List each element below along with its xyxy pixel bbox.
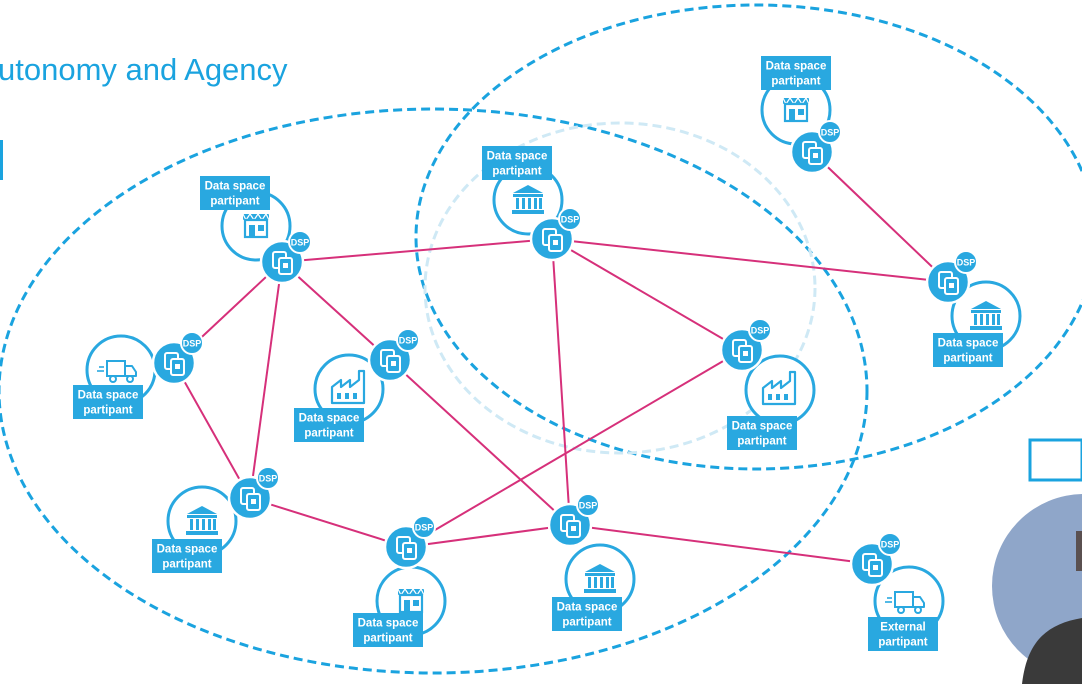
participant-label-box: [482, 146, 552, 180]
dsp-badge-text: DSP: [183, 339, 202, 349]
data-space-left-ellipse: [0, 107, 869, 675]
dsp-badge-text: DSP: [291, 238, 310, 248]
participant-label-line: partipant: [492, 166, 541, 178]
participant-node-n8[interactable]: DSP Data space partipant: [152, 466, 280, 573]
connector-icon: [240, 487, 261, 511]
dsp-badge: [576, 493, 600, 517]
participant-label-box: [933, 333, 1003, 367]
participant-node-n7[interactable]: DSP Data space partipant: [719, 318, 816, 450]
dsp-badge-text: DSP: [957, 258, 976, 268]
dsp-badge-text: DSP: [561, 215, 580, 225]
participant-node-n6[interactable]: DSP Data space partipant: [294, 328, 420, 442]
connector-icon: [732, 339, 753, 363]
participant-label-line: Data space: [487, 151, 548, 163]
dsp-badge: [878, 532, 902, 556]
dsp-badge-text: DSP: [821, 128, 840, 138]
dsp-badge: [256, 466, 280, 490]
participant-node-n2[interactable]: DSP Data space partipant: [482, 146, 582, 262]
participant-label-line: Data space: [299, 413, 360, 425]
participant-label-line: partipant: [162, 559, 211, 571]
dsp-badge: [558, 207, 582, 231]
participant-label-box: [761, 56, 831, 90]
connection-line-n1-n6: [281, 261, 391, 361]
participant-label-box: [294, 408, 364, 442]
participant-label-line: Data space: [358, 618, 419, 630]
connector-icon: [396, 536, 417, 560]
connection-line-n3-n4: [811, 151, 949, 283]
participant-label-box: [353, 613, 423, 647]
participant-label-line: partipant: [210, 196, 259, 208]
connection-line-n8-n9: [249, 497, 407, 548]
participant-label-line: partipant: [737, 436, 786, 448]
participant-node-n1[interactable]: DSP Data space partipant: [200, 176, 312, 285]
connector-icon: [560, 514, 581, 538]
dsp-badge: [412, 515, 436, 539]
connection-line-n1-n2: [281, 238, 553, 263]
connection-line-n10-n11: [569, 524, 873, 565]
participant-label-box: [152, 539, 222, 573]
participant-label-box: [73, 385, 143, 419]
dsp-badge-text: DSP: [399, 336, 418, 346]
dsp-badge-text: DSP: [881, 540, 900, 550]
participant-label-line: partipant: [83, 405, 132, 417]
dsp-badge: [180, 331, 204, 355]
connection-line-n2-n4: [551, 238, 949, 283]
dsp-badge-text: DSP: [579, 501, 598, 511]
data-space-right-ellipse: [414, 3, 1082, 471]
participant-label-line: External: [880, 622, 925, 634]
data-space-overlap-highlight: [423, 121, 817, 455]
participant-label-box: [727, 416, 797, 450]
participant-label-box: [200, 176, 270, 210]
title-accent-mark: [0, 140, 3, 180]
participant-label-line: partipant: [304, 428, 353, 440]
participant-node-n3[interactable]: DSP Data space partipant: [760, 56, 842, 175]
connector-icon: [272, 251, 293, 275]
connection-line-n7-n9: [405, 349, 743, 548]
participant-label-line: Data space: [205, 181, 266, 193]
connector-icon: [802, 141, 823, 165]
connection-lines: [173, 151, 949, 565]
participant-label-line: partipant: [363, 633, 412, 645]
connection-line-n5-n8: [173, 362, 251, 499]
participant-label-line: partipant: [878, 637, 927, 649]
dsp-badge: [748, 318, 772, 342]
dsp-badge: [288, 230, 312, 254]
participant-label-line: partipant: [943, 353, 992, 365]
connection-line-n2-n7: [551, 238, 743, 351]
connector-icon: [542, 228, 563, 252]
dsp-badge-text: DSP: [751, 326, 770, 336]
participant-node-n4[interactable]: DSP Data space partipant: [925, 250, 1022, 367]
participant-label-line: Data space: [557, 602, 618, 614]
connector-icon: [862, 553, 883, 577]
connection-line-n9-n10: [405, 524, 571, 548]
dsp-badge: [818, 120, 842, 144]
participant-label-line: Data space: [732, 421, 793, 433]
participant-node-n9[interactable]: DSP Data space partipant: [353, 515, 447, 647]
presenter-video-thumbnail: [992, 436, 1082, 684]
slide-title: utonomy and Agency: [0, 52, 288, 87]
participant-label-line: Data space: [157, 544, 218, 556]
dsp-badge-text: DSP: [259, 474, 278, 484]
dsp-badge-text: DSP: [415, 523, 434, 533]
participant-label-box: [552, 597, 622, 631]
connector-icon: [164, 352, 185, 376]
connector-icon: [380, 349, 401, 373]
participant-label-line: Data space: [766, 61, 827, 73]
participant-label-line: Data space: [938, 338, 999, 350]
connection-line-n1-n8: [249, 261, 283, 499]
participant-node-n11[interactable]: DSP External partipant: [849, 532, 945, 651]
connection-line-n6-n10: [389, 359, 571, 526]
participant-label-line: partipant: [771, 76, 820, 88]
dsp-badge: [954, 250, 978, 274]
participant-label-line: partipant: [562, 617, 611, 629]
participant-node-n10[interactable]: DSP Data space partipant: [547, 493, 636, 631]
connection-line-n2-n10: [551, 238, 571, 526]
dsp-badge: [396, 328, 420, 352]
participant-node-n5[interactable]: DSP Data space partipant: [73, 331, 204, 419]
participant-label-box: [868, 617, 938, 651]
connector-icon: [938, 271, 959, 295]
participant-label-line: Data space: [78, 390, 139, 402]
